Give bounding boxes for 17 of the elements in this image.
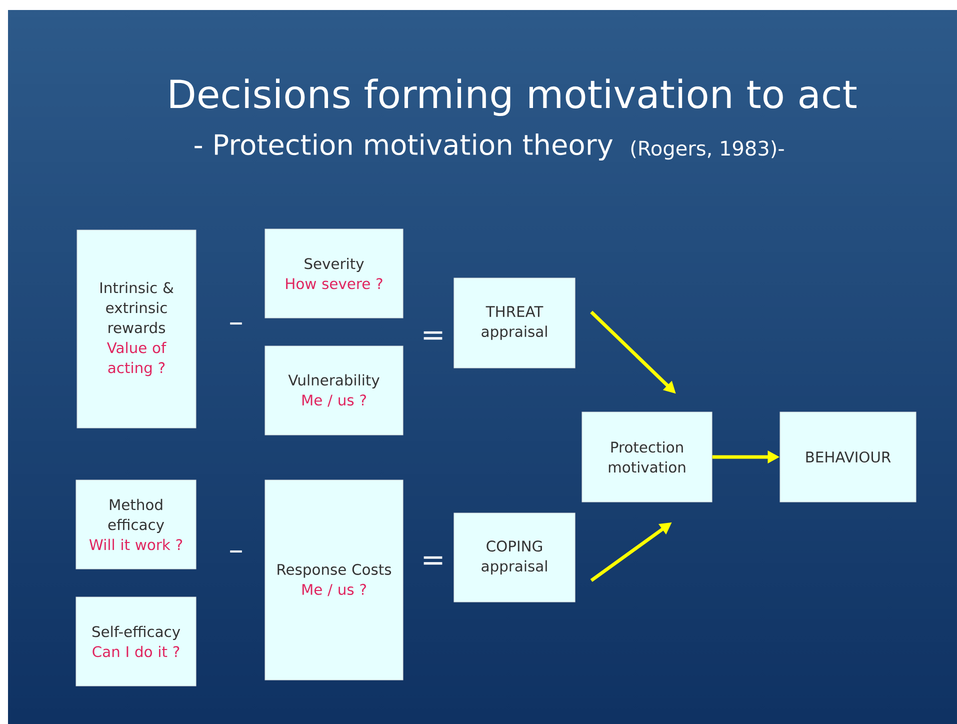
- text-box: Intrinsic & extrinsic rewards Value of acting ?: [76, 230, 196, 428]
- text-box: Method efficacy Will it work ?: [76, 480, 196, 570]
- text-box: Self-efficacy Can I do it ?: [76, 596, 196, 686]
- text-box: Severity How severe ?: [264, 228, 404, 318]
- minus-sign: –: [230, 322, 242, 325]
- text-box: Response Costs Me / us ?: [264, 480, 404, 680]
- title: Decisions forming motivation to act: [170, 78, 856, 116]
- text-box: Vulnerability Me / us ?: [264, 346, 404, 436]
- equals-sign: =: [424, 556, 442, 565]
- text-box: COPING appraisal: [454, 512, 576, 602]
- text-box: THREAT appraisal: [454, 278, 576, 368]
- minus-sign: –: [230, 550, 242, 553]
- equals-sign: =: [424, 331, 442, 340]
- text-box: Protection motivation: [582, 412, 712, 502]
- citation: (Rogers, 1983)-: [631, 140, 784, 160]
- subtitle: - Protection motivation theory: [194, 133, 613, 161]
- text-box: BEHAVIOUR: [780, 412, 916, 502]
